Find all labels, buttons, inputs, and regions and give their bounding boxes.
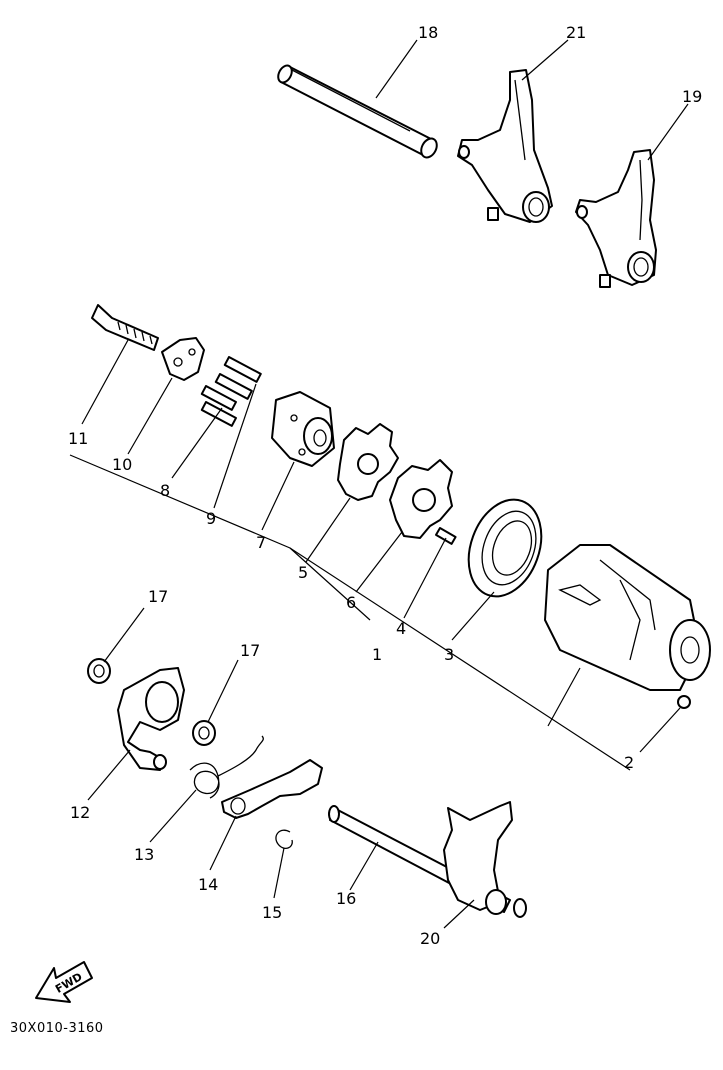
part-17-circlip-b — [192, 720, 216, 746]
part-12-shift-arm — [117, 667, 185, 771]
label-13: 13 — [134, 845, 154, 864]
part-5-star-plate — [337, 423, 399, 501]
label-17-right: 17 — [240, 641, 260, 660]
label-9: 9 — [206, 509, 216, 528]
label-20: 20 — [420, 929, 440, 948]
part-2-shift-drum — [544, 544, 711, 709]
label-6: 6 — [346, 593, 356, 612]
label-5: 5 — [298, 563, 308, 582]
label-12: 12 — [70, 803, 90, 822]
label-1-lower: 1 — [372, 645, 382, 664]
label-3: 3 — [444, 645, 454, 664]
assembly-reference-lines — [69, 454, 631, 771]
part-11-screw — [91, 304, 159, 351]
part-4-pin — [435, 527, 457, 545]
part-15-circlip — [275, 829, 293, 850]
part-6-star-plate — [389, 459, 453, 539]
label-19: 19 — [682, 87, 702, 106]
label-10: 10 — [112, 455, 132, 474]
part-10-plate — [161, 337, 205, 381]
forward-direction-arrow: FWD — [35, 961, 93, 1003]
label-8: 8 — [160, 481, 170, 500]
label-17-left: 17 — [148, 587, 168, 606]
part-8-pins — [200, 385, 238, 427]
part-21-shift-fork — [457, 69, 553, 223]
label-14: 14 — [198, 875, 218, 894]
label-4: 4 — [396, 619, 406, 638]
part-13-spring — [189, 735, 264, 799]
label-7: 7 — [256, 533, 266, 552]
part-3-bearing — [467, 498, 543, 598]
part-19-shift-fork — [575, 149, 657, 288]
label-11: 11 — [68, 429, 88, 448]
part-17-circlip — [87, 658, 111, 684]
drawing-code: 30X010-3160 — [10, 1021, 104, 1036]
part-18-shift-bar — [277, 64, 438, 159]
part-9-pins — [214, 356, 262, 400]
label-21: 21 — [566, 23, 586, 42]
part-7-drum-segment — [271, 391, 335, 467]
label-15: 15 — [262, 903, 282, 922]
label-16: 16 — [336, 889, 356, 908]
callout-numbers: 18 21 19 11 10 8 9 7 5 6 4 1 3 2 17 17 1… — [68, 23, 702, 948]
label-2: 2 — [624, 753, 634, 772]
label-18: 18 — [418, 23, 438, 42]
part-14-shift-lever — [221, 759, 323, 819]
part-20-shift-fork — [443, 801, 513, 915]
leader-lines — [81, 39, 689, 929]
